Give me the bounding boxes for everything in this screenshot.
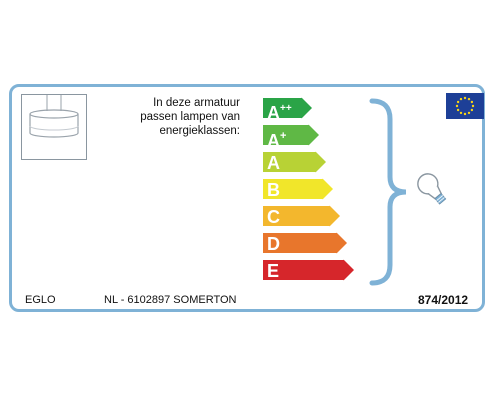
brand-name: EGLO — [25, 294, 56, 306]
lamp-pictogram-box — [21, 94, 87, 160]
energy-class-c: C — [263, 205, 340, 227]
intro-line-3: energieklassen: — [159, 125, 240, 137]
intro-line-2: passen lampen van — [140, 111, 240, 123]
energy-class-a: A — [263, 151, 326, 173]
curly-brace-icon — [369, 98, 407, 286]
energy-class-b: B — [263, 178, 333, 200]
energy-class-a-plus: A+ — [263, 124, 319, 146]
light-bulb-icon — [417, 173, 447, 205]
fitting-compatibility-text: In deze armatuur passen lampen van energ… — [118, 96, 240, 138]
energy-class-d: D — [263, 232, 347, 254]
energy-label-frame — [9, 84, 485, 312]
pendant-lamp-icon — [29, 95, 79, 138]
model-identifier: NL - 6102897 SOMERTON — [104, 294, 237, 306]
intro-line-1: In deze armatuur — [153, 97, 240, 109]
eu-flag-icon — [446, 93, 484, 119]
regulation-number: 874/2012 — [418, 293, 469, 307]
energy-class-a-plus-plus: A++ — [263, 97, 312, 119]
energy-class-e: E — [263, 259, 354, 281]
